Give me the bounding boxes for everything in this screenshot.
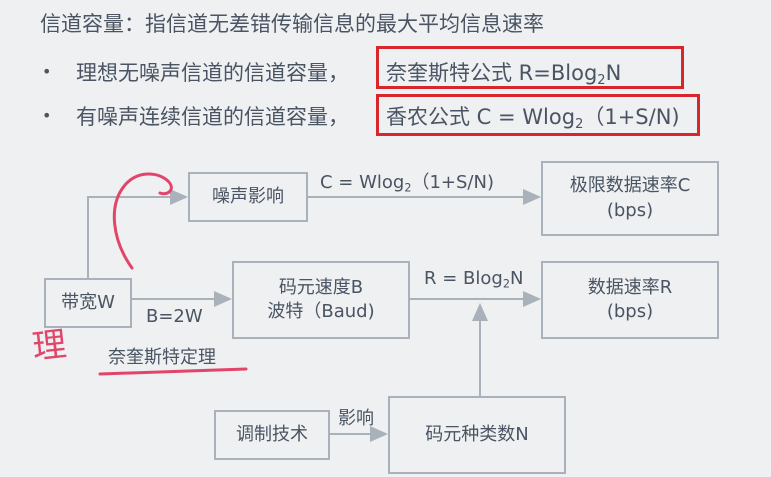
theorem-underline: [98, 367, 248, 376]
shannon-edge-label: C = Wlog2（1+S/N): [320, 172, 494, 195]
nyquist-theorem-label: 奈奎斯特定理: [108, 347, 216, 368]
data-rate-node: 数据速率R (bps): [541, 261, 719, 339]
modulation-node: 调制技术: [214, 410, 330, 460]
symbol-kinds-node: 码元种类数N: [388, 396, 566, 474]
symbol-rate-node: 码元速度B 波特（Baud): [232, 261, 410, 339]
shannon-formula: 香农公式 C = Wlog2（1+S/N): [386, 105, 680, 132]
nyquist-edge-label: R = Blog2N: [424, 268, 524, 291]
bullet-2-text: 有噪声连续信道的信道容量，: [76, 105, 349, 129]
limit-rate-node: 极限数据速率C (bps): [541, 161, 719, 236]
noise-node: 噪声影响: [188, 172, 308, 222]
page-title: 信道容量：指信道无差错传输信息的最大平均信息速率: [40, 12, 544, 36]
bullet-dot: •: [42, 106, 52, 125]
bullet-1-text: 理想无噪声信道的信道容量，: [76, 61, 349, 85]
shannon-highlight-box: [376, 94, 700, 136]
influence-label: 影响: [338, 408, 374, 429]
bandwidth-node: 带宽W: [44, 278, 132, 328]
b-equals-2w-label: B=2W: [146, 306, 203, 327]
bullet-dot: •: [42, 62, 52, 81]
arrow-bandwidth-to-noise: [87, 189, 188, 278]
handwritten-curve: [112, 172, 173, 270]
nyquist-formula: 奈奎斯特公式 R=Blog2N: [386, 61, 622, 88]
nyquist-highlight-box: [376, 46, 684, 89]
